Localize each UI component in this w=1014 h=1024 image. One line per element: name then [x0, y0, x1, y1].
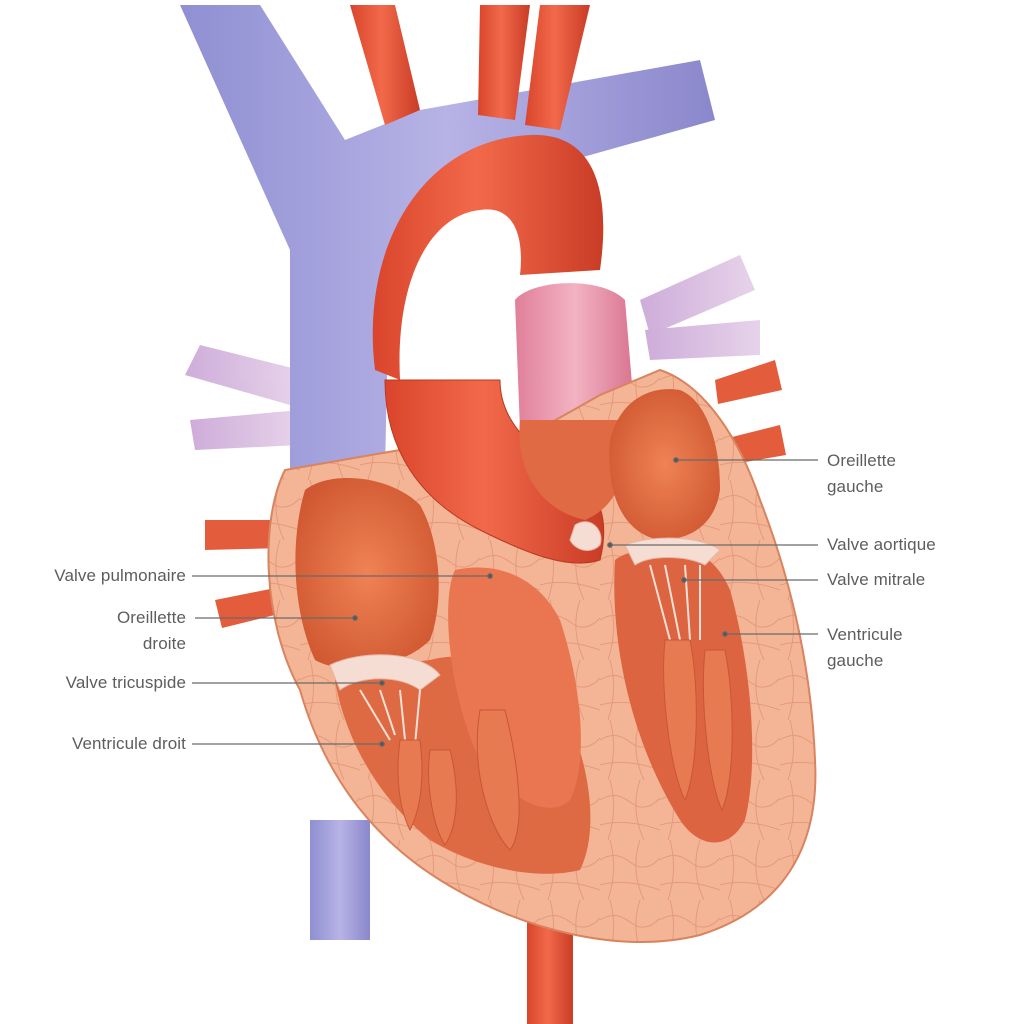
right-atrium	[295, 478, 439, 669]
pulmonary-trunk	[519, 420, 627, 520]
label-valve-aortique: Valve aortique	[827, 535, 936, 554]
label-valve-tricuspide: Valve tricuspide	[65, 673, 186, 692]
left-atrium	[609, 389, 720, 540]
label-ventricule-droit: Ventricule droit	[71, 734, 186, 753]
aorta	[350, 5, 604, 380]
label-oreillette-gauche: Oreillette gauche	[827, 451, 897, 496]
inferior-vena-cava	[310, 820, 370, 940]
label-ventricule-gauche: Ventricule gauche	[827, 625, 903, 670]
label-valve-pulmonaire: Valve pulmonaire	[54, 566, 186, 585]
superior-vena-cava	[180, 5, 715, 470]
label-oreillette-droite: Oreillette droite	[116, 608, 186, 653]
pulmonary-veins-left	[185, 345, 300, 450]
chordae	[359, 564, 701, 746]
papillary-muscles	[397, 639, 733, 851]
label-valve-mitrale: Valve mitrale	[827, 570, 926, 589]
pulmonary-veins-right	[640, 255, 760, 360]
